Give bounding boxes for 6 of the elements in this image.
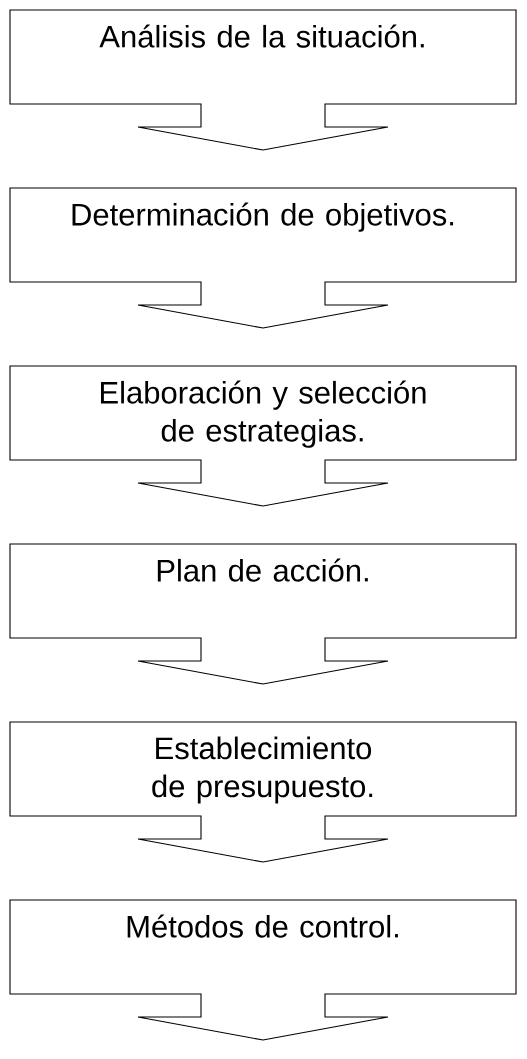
arrow-callout-box: Métodos de control. <box>9 899 517 1041</box>
arrow-callout-box: Análisis de la situación. <box>9 9 517 151</box>
arrow-callout-box: Plan de acción. <box>9 543 517 685</box>
arrow-callout-box: Elaboración y selección de estrategias. <box>9 365 517 507</box>
arrow-callout-box: Establecimiento de presupuesto. <box>9 721 517 863</box>
arrow-callout-box: Determinación de objetivos. <box>9 187 517 329</box>
